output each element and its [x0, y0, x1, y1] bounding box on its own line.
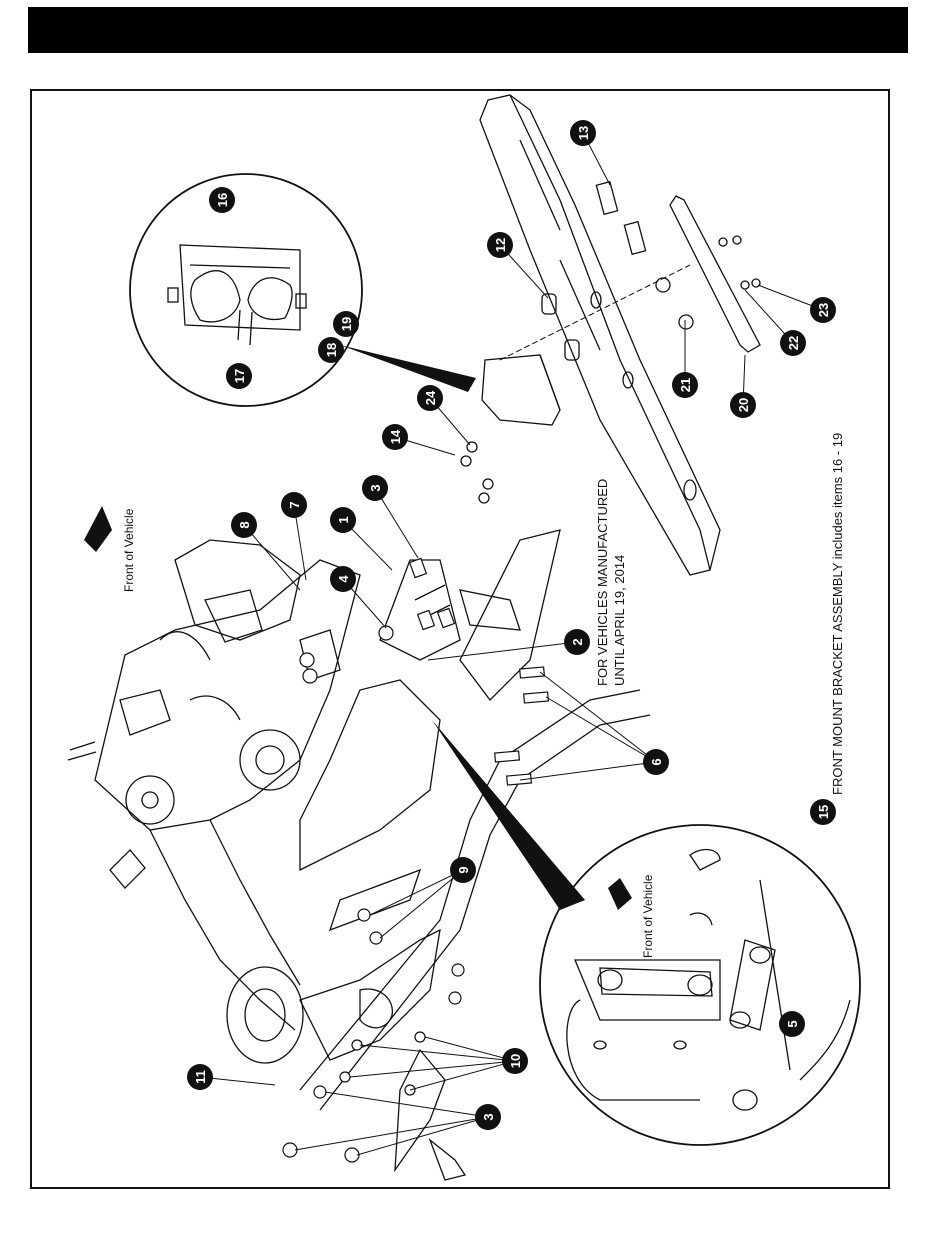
callout-11: 11 — [187, 1064, 213, 1090]
svg-text:6: 6 — [649, 758, 664, 765]
callout-17: 17 — [226, 363, 252, 389]
svg-text:4: 4 — [336, 575, 351, 583]
svg-text:11: 11 — [193, 1070, 208, 1084]
svg-text:20: 20 — [736, 398, 751, 412]
svg-text:2: 2 — [570, 638, 585, 645]
svg-text:14: 14 — [388, 429, 403, 444]
callout-10: 10 — [502, 1048, 528, 1074]
callout-2: 2 — [564, 629, 590, 655]
callout-16: 16 — [209, 187, 235, 213]
svg-text:18: 18 — [324, 343, 339, 357]
callout-23: 23 — [810, 297, 836, 323]
front-of-vehicle-label: Front of Vehicle — [122, 508, 136, 592]
svg-text:15: 15 — [816, 805, 831, 819]
svg-text:9: 9 — [456, 866, 471, 873]
callout-3-upper: 3 — [362, 475, 388, 501]
manufactured-note-line1: FOR VEHICLES MANUFACTURED — [595, 479, 610, 686]
svg-text:21: 21 — [678, 378, 693, 392]
crossmember-drawing — [461, 95, 760, 575]
callout-6: 6 — [643, 749, 669, 775]
svg-text:19: 19 — [339, 317, 354, 331]
callout-1: 1 — [330, 507, 356, 533]
engine-assembly-drawing — [68, 540, 360, 1063]
svg-text:24: 24 — [423, 390, 438, 405]
callout-19: 19 — [333, 311, 359, 337]
svg-text:10: 10 — [508, 1054, 523, 1068]
callout-4: 4 — [330, 566, 356, 592]
svg-text:16: 16 — [215, 193, 230, 207]
svg-text:13: 13 — [576, 126, 591, 140]
svg-text:1: 1 — [336, 516, 351, 523]
callout-22: 22 — [780, 330, 806, 356]
zoom-pointer — [340, 345, 476, 392]
svg-text:7: 7 — [287, 501, 302, 508]
callout-20: 20 — [730, 392, 756, 418]
svg-text:23: 23 — [816, 303, 831, 317]
callout-15: 15 — [810, 799, 836, 825]
callout-18: 18 — [318, 337, 344, 363]
zoom-pointer-lower — [432, 720, 585, 910]
svg-text:17: 17 — [232, 369, 247, 383]
front-of-vehicle-inset-label: Front of Vehicle — [641, 874, 655, 958]
callout-9: 9 — [450, 857, 476, 883]
svg-text:5: 5 — [785, 1020, 800, 1027]
callout-14: 14 — [382, 424, 408, 450]
svg-text:3: 3 — [481, 1113, 496, 1120]
svg-text:8: 8 — [237, 521, 252, 528]
callout-13: 13 — [570, 120, 596, 146]
svg-text:12: 12 — [493, 238, 508, 252]
alignment-line — [500, 265, 690, 360]
bracket-detail-circle — [130, 174, 476, 406]
callout-5: 5 — [779, 1011, 805, 1037]
callout-3-lower: 3 — [475, 1104, 501, 1130]
callout-21: 21 — [672, 372, 698, 398]
callout-12: 12 — [487, 232, 513, 258]
callout-24: 24 — [417, 385, 443, 411]
callout-7: 7 — [281, 492, 307, 518]
svg-text:3: 3 — [368, 484, 383, 491]
svg-text:22: 22 — [786, 336, 801, 350]
manufactured-note-line2: UNTIL APRIL 19, 2014 — [612, 555, 627, 686]
front-arrow-icon — [84, 506, 112, 552]
assembly-note: FRONT MOUNT BRACKET ASSEMBLY includes it… — [830, 433, 845, 795]
callout-8: 8 — [231, 512, 257, 538]
